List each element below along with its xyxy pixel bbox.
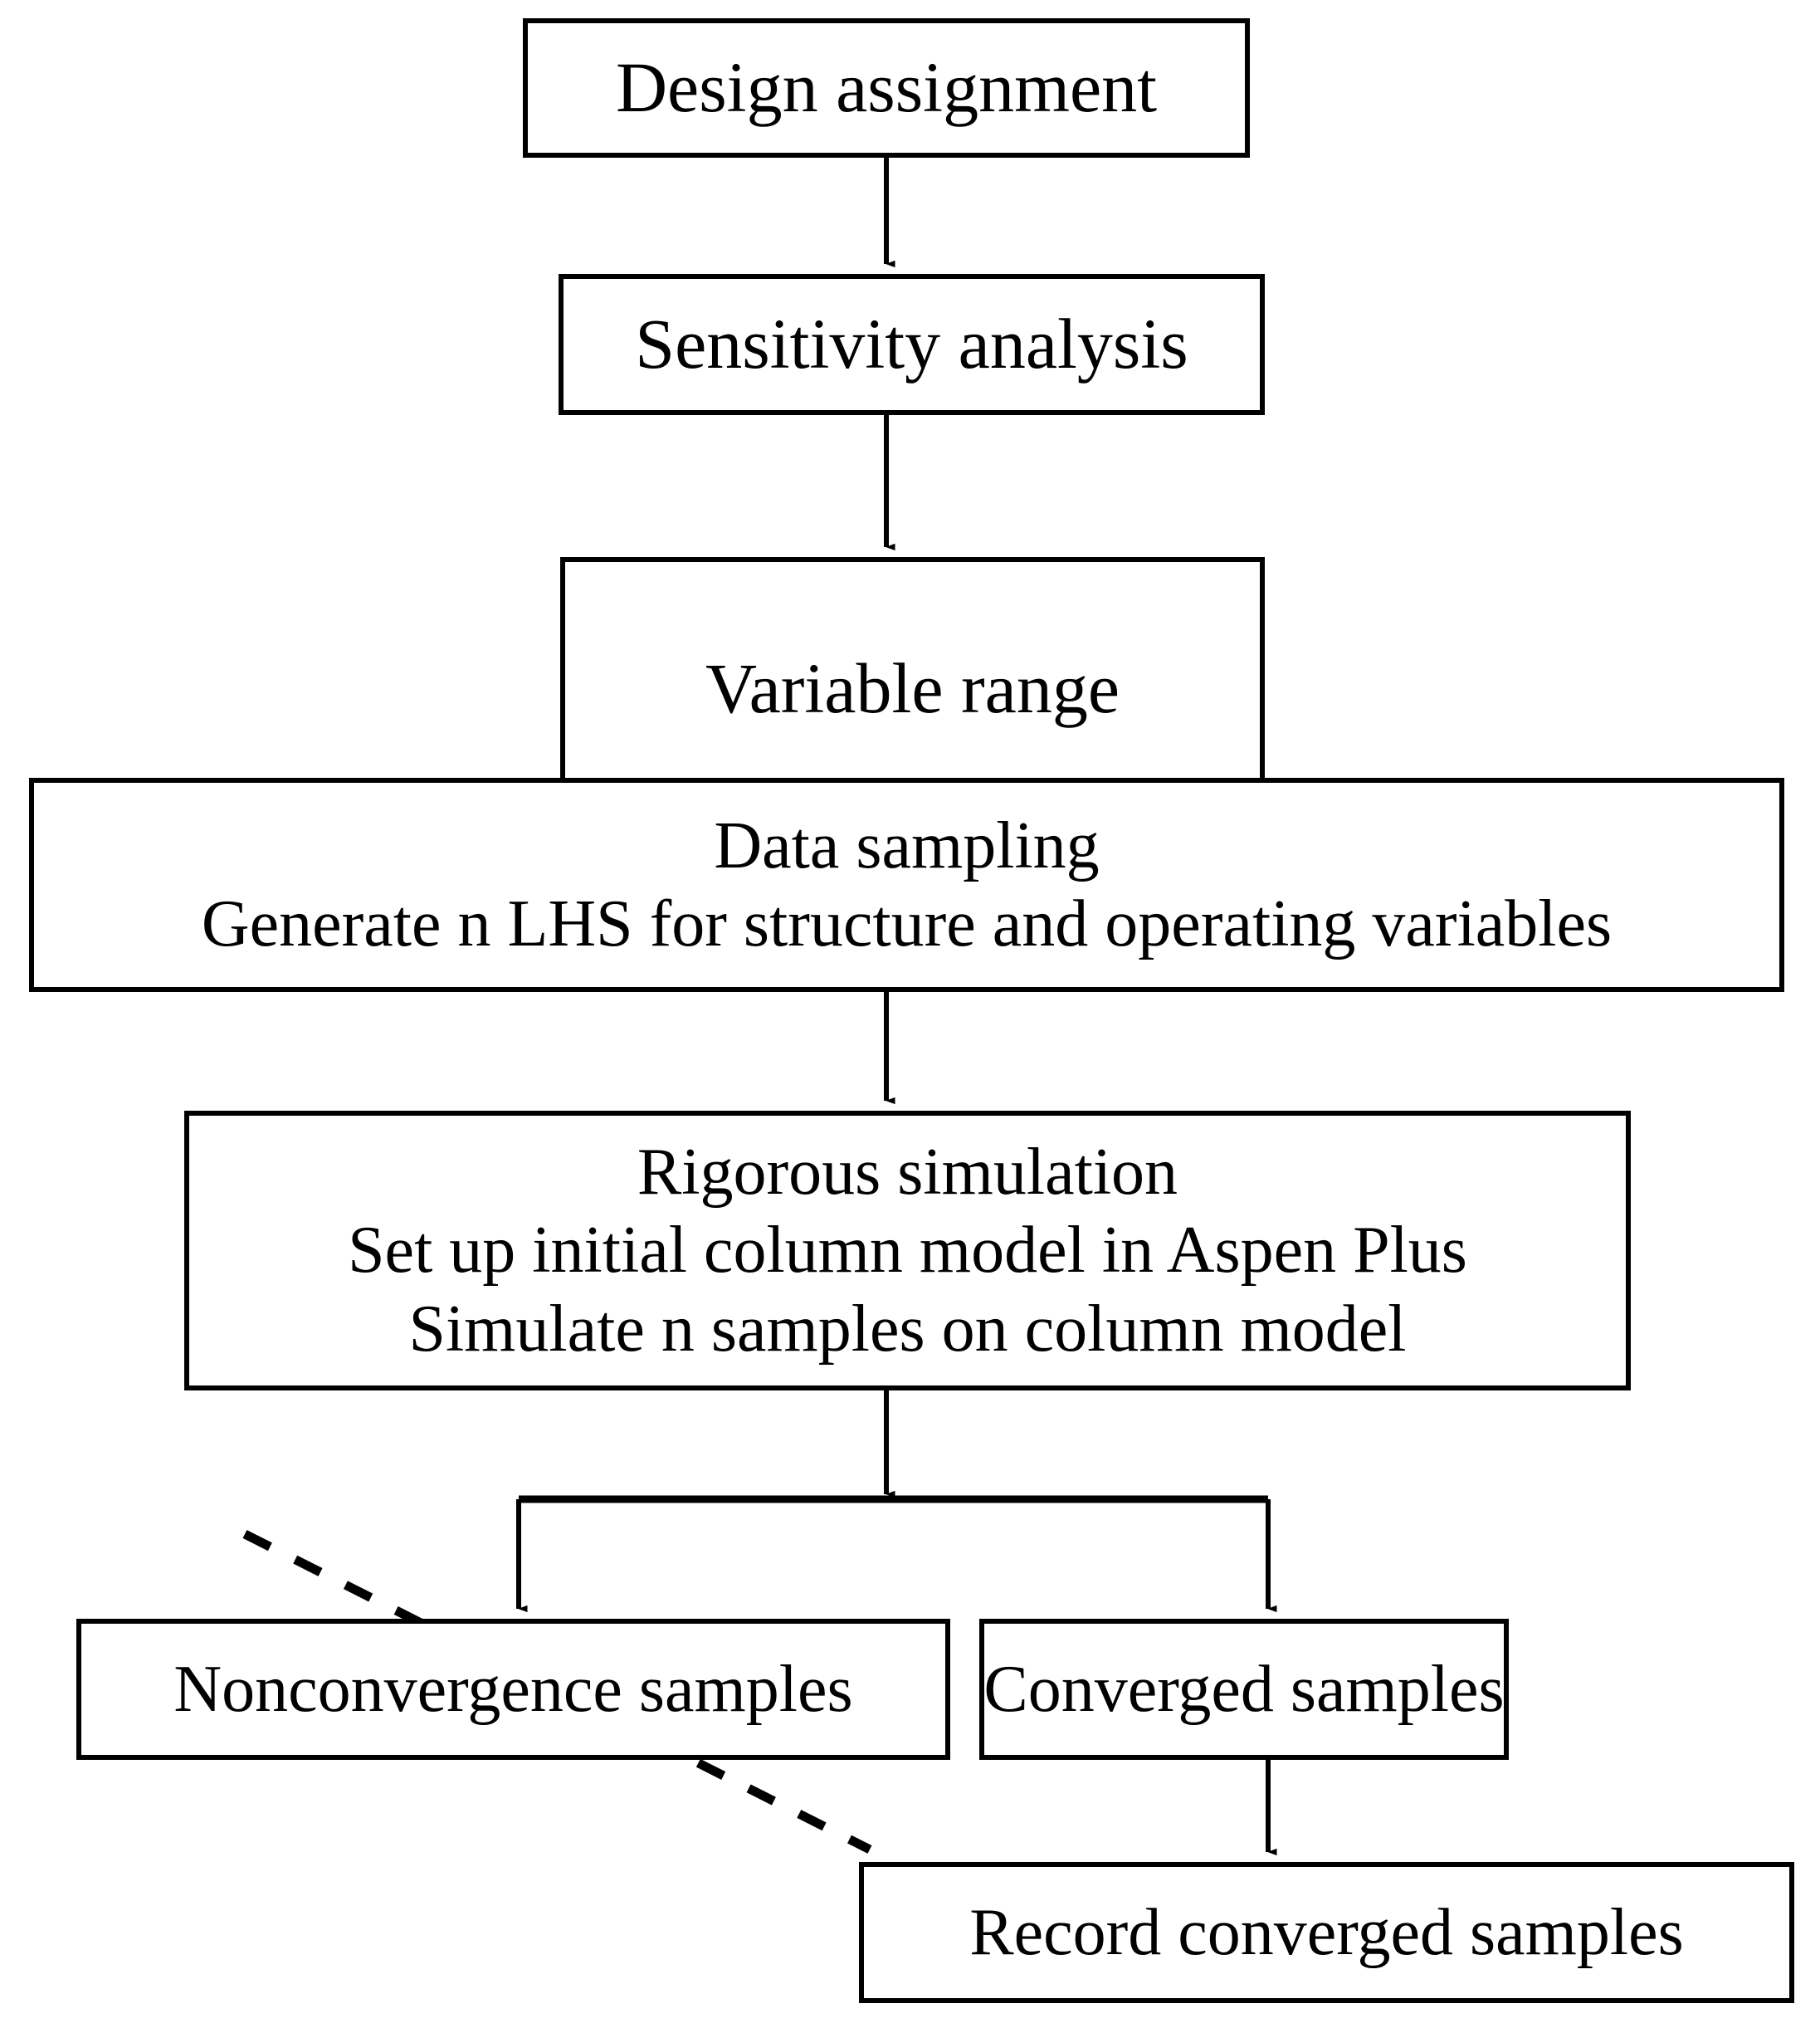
node-record-converged-samples-line-1: Record converged samples — [969, 1895, 1684, 1969]
node-data-sampling: Data sampling Generate n LHS for structu… — [29, 778, 1784, 992]
node-data-sampling-line-1: Data sampling — [714, 809, 1100, 882]
node-record-converged-samples: Record converged samples — [859, 1862, 1794, 2003]
node-rigorous-simulation-line-1: Rigorous simulation — [637, 1135, 1178, 1209]
node-variable-range-line-1: Variable range — [705, 648, 1120, 729]
node-sensitivity-analysis: Sensitivity analysis — [559, 274, 1265, 415]
node-design-assignment-line-1: Design assignment — [615, 47, 1158, 128]
node-nonconvergence-samples-line-1: Nonconvergence samples — [173, 1652, 853, 1726]
node-data-sampling-line-2: Generate n LHS for structure and operati… — [201, 887, 1613, 960]
node-rigorous-simulation-line-3: Simulate n samples on column model — [408, 1292, 1407, 1366]
node-rigorous-simulation-line-2: Set up initial column model in Aspen Plu… — [348, 1214, 1467, 1288]
node-sensitivity-analysis-line-1: Sensitivity analysis — [635, 304, 1188, 384]
node-rigorous-simulation: Rigorous simulation Set up initial colum… — [184, 1111, 1631, 1390]
node-design-assignment: Design assignment — [523, 18, 1250, 158]
node-nonconvergence-samples: Nonconvergence samples — [76, 1619, 950, 1760]
node-converged-samples-line-1: Converged samples — [983, 1652, 1505, 1726]
node-converged-samples: Converged samples — [979, 1619, 1509, 1760]
